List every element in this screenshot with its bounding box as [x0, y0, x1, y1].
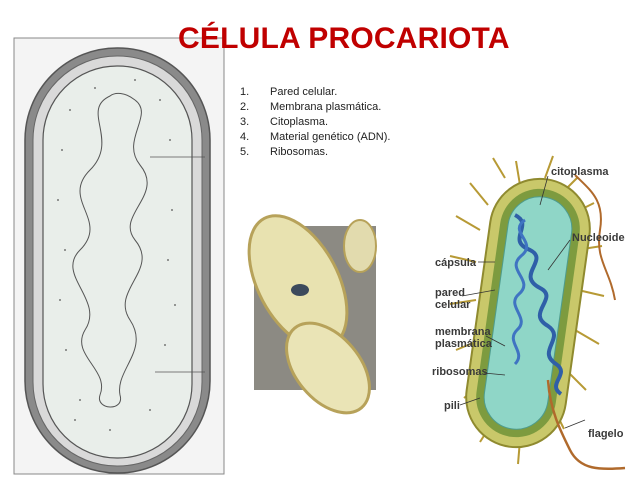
list-item: 4. Material genético (ADN).	[240, 130, 390, 145]
label-ribosomas: ribosomas	[432, 366, 488, 378]
list-item: 3. Citoplasma.	[240, 115, 390, 130]
micrograph	[247, 214, 377, 415]
label-capsula: cápsula	[435, 257, 476, 269]
list-item: 5. Ribosomas.	[240, 145, 390, 160]
bacterium-3d	[449, 155, 626, 471]
list-text: Membrana plasmática.	[270, 101, 382, 113]
label-pared-1: pared	[435, 287, 465, 299]
label-nucleoide: Nucleoide	[572, 232, 625, 244]
label-pili: pili	[444, 400, 460, 412]
list-text: Ribosomas.	[270, 146, 329, 158]
list-item: 2. Membrana plasmática.	[240, 100, 390, 115]
list-text: Pared celular.	[270, 86, 338, 98]
list-number: 1.	[240, 86, 250, 98]
label-flagelo: flagelo	[588, 428, 624, 440]
schematic-cell	[13, 37, 225, 475]
list-item: 1. Pared celular.	[240, 85, 390, 100]
label-membrana-2: plasmática	[435, 338, 492, 350]
slide-title: CÉLULA PROCARIOTA	[178, 22, 510, 55]
list-number: 3.	[240, 116, 250, 128]
list-text: Material genético (ADN).	[270, 131, 391, 143]
label-membrana-1: membrana	[435, 326, 491, 338]
parts-list: 1.Pared celular. 2.Membrana plasmática. …	[240, 85, 390, 160]
list-number: 4.	[240, 131, 250, 143]
label-citoplasma: citoplasma	[551, 166, 609, 178]
label-pared-2: celular	[435, 299, 471, 311]
list-number: 5.	[240, 146, 250, 158]
list-number: 2.	[240, 101, 250, 113]
list-text: Citoplasma.	[270, 116, 329, 128]
